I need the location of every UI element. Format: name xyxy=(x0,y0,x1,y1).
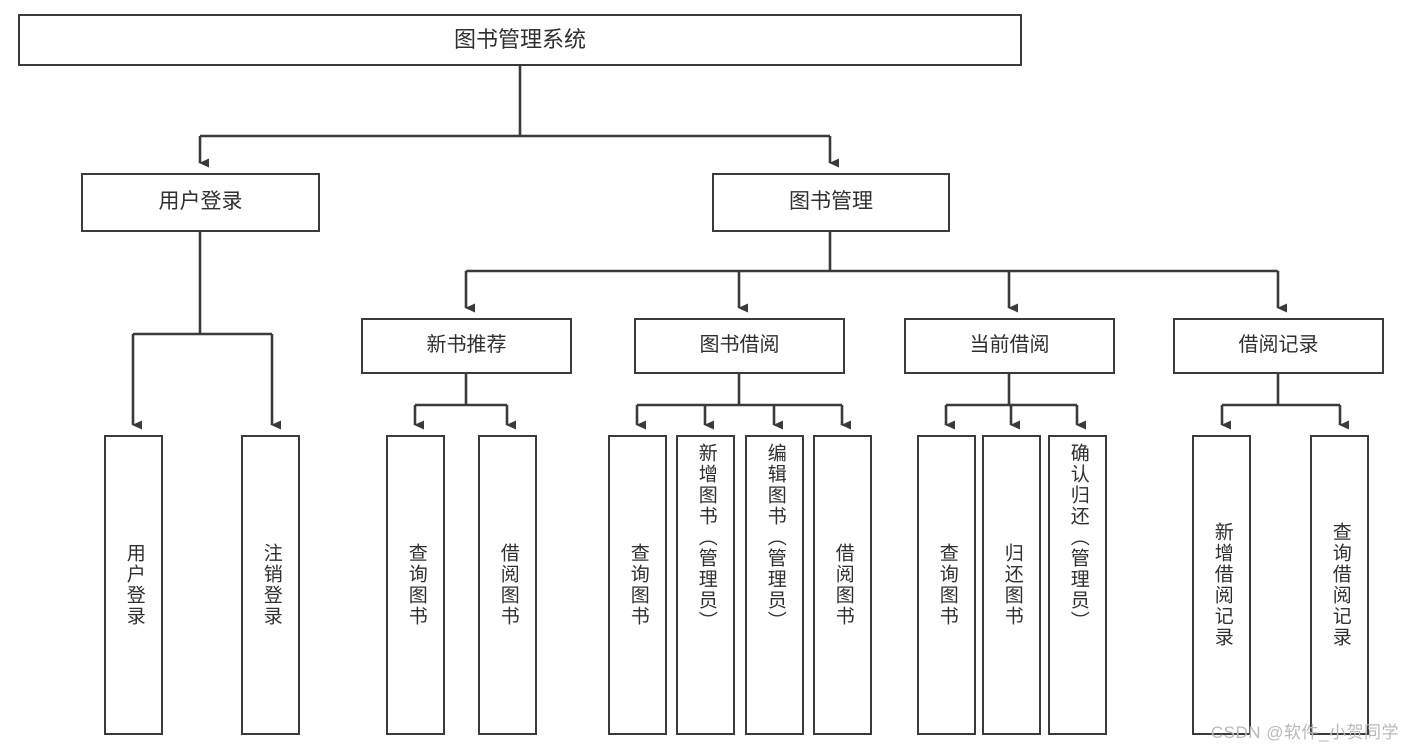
leaf-user-logout-label: 注销登录 xyxy=(260,543,282,627)
leaf-borrow-query-book[interactable]: 查询图书 xyxy=(608,435,667,735)
leaf-recommend-borrow-book[interactable]: 借阅图书 xyxy=(478,435,537,735)
leaf-records-add-record[interactable]: 新增借阅记录 xyxy=(1192,435,1251,735)
node-book-borrow[interactable]: 图书借阅 xyxy=(634,318,845,374)
watermark: CSDN @软件_小贺同学 xyxy=(1210,723,1399,742)
leaf-current-return-book-label: 归还图书 xyxy=(1001,543,1023,627)
leaf-records-query-record-label: 查询借阅记录 xyxy=(1329,522,1351,648)
node-borrow-records-label: 借阅记录 xyxy=(1238,334,1319,357)
leaf-current-query-book[interactable]: 查询图书 xyxy=(917,435,976,735)
leaf-borrow-edit-book-admin-label: 编辑图书（管理员） xyxy=(764,443,786,632)
node-book-management[interactable]: 图书管理 xyxy=(712,173,950,232)
leaf-user-login-label: 用户登录 xyxy=(123,543,145,627)
leaf-borrow-add-book-admin[interactable]: 新增图书（管理员） xyxy=(676,435,735,735)
leaf-recommend-query-book[interactable]: 查询图书 xyxy=(386,435,445,735)
node-new-book-recommend-label: 新书推荐 xyxy=(426,334,507,357)
node-user-login[interactable]: 用户登录 xyxy=(81,173,320,232)
leaf-current-query-book-label: 查询图书 xyxy=(936,543,958,627)
node-new-book-recommend[interactable]: 新书推荐 xyxy=(361,318,572,374)
leaf-records-add-record-label: 新增借阅记录 xyxy=(1211,522,1233,648)
leaf-borrow-query-book-label: 查询图书 xyxy=(627,543,649,627)
leaf-borrow-edit-book-admin[interactable]: 编辑图书（管理员） xyxy=(745,435,804,735)
leaf-user-logout[interactable]: 注销登录 xyxy=(241,435,300,735)
node-borrow-records[interactable]: 借阅记录 xyxy=(1173,318,1384,374)
node-user-login-label: 用户登录 xyxy=(158,190,243,214)
leaf-current-confirm-return-admin[interactable]: 确认归还（管理员） xyxy=(1048,435,1107,735)
leaf-recommend-query-book-label: 查询图书 xyxy=(405,543,427,627)
node-book-management-label: 图书管理 xyxy=(789,190,873,214)
leaf-current-return-book[interactable]: 归还图书 xyxy=(982,435,1041,735)
node-root-label: 图书管理系统 xyxy=(453,27,586,53)
node-current-borrow[interactable]: 当前借阅 xyxy=(904,318,1115,374)
leaf-current-confirm-return-admin-label: 确认归还（管理员） xyxy=(1067,443,1089,632)
leaf-user-login[interactable]: 用户登录 xyxy=(104,435,163,735)
leaf-borrow-borrow-book[interactable]: 借阅图书 xyxy=(813,435,872,735)
leaf-records-query-record[interactable]: 查询借阅记录 xyxy=(1310,435,1369,735)
node-current-borrow-label: 当前借阅 xyxy=(969,334,1050,357)
leaf-borrow-add-book-admin-label: 新增图书（管理员） xyxy=(695,443,717,632)
node-root[interactable]: 图书管理系统 xyxy=(18,14,1022,66)
leaf-borrow-borrow-book-label: 借阅图书 xyxy=(832,543,854,627)
node-book-borrow-label: 图书借阅 xyxy=(699,334,780,357)
leaf-recommend-borrow-book-label: 借阅图书 xyxy=(497,543,519,627)
